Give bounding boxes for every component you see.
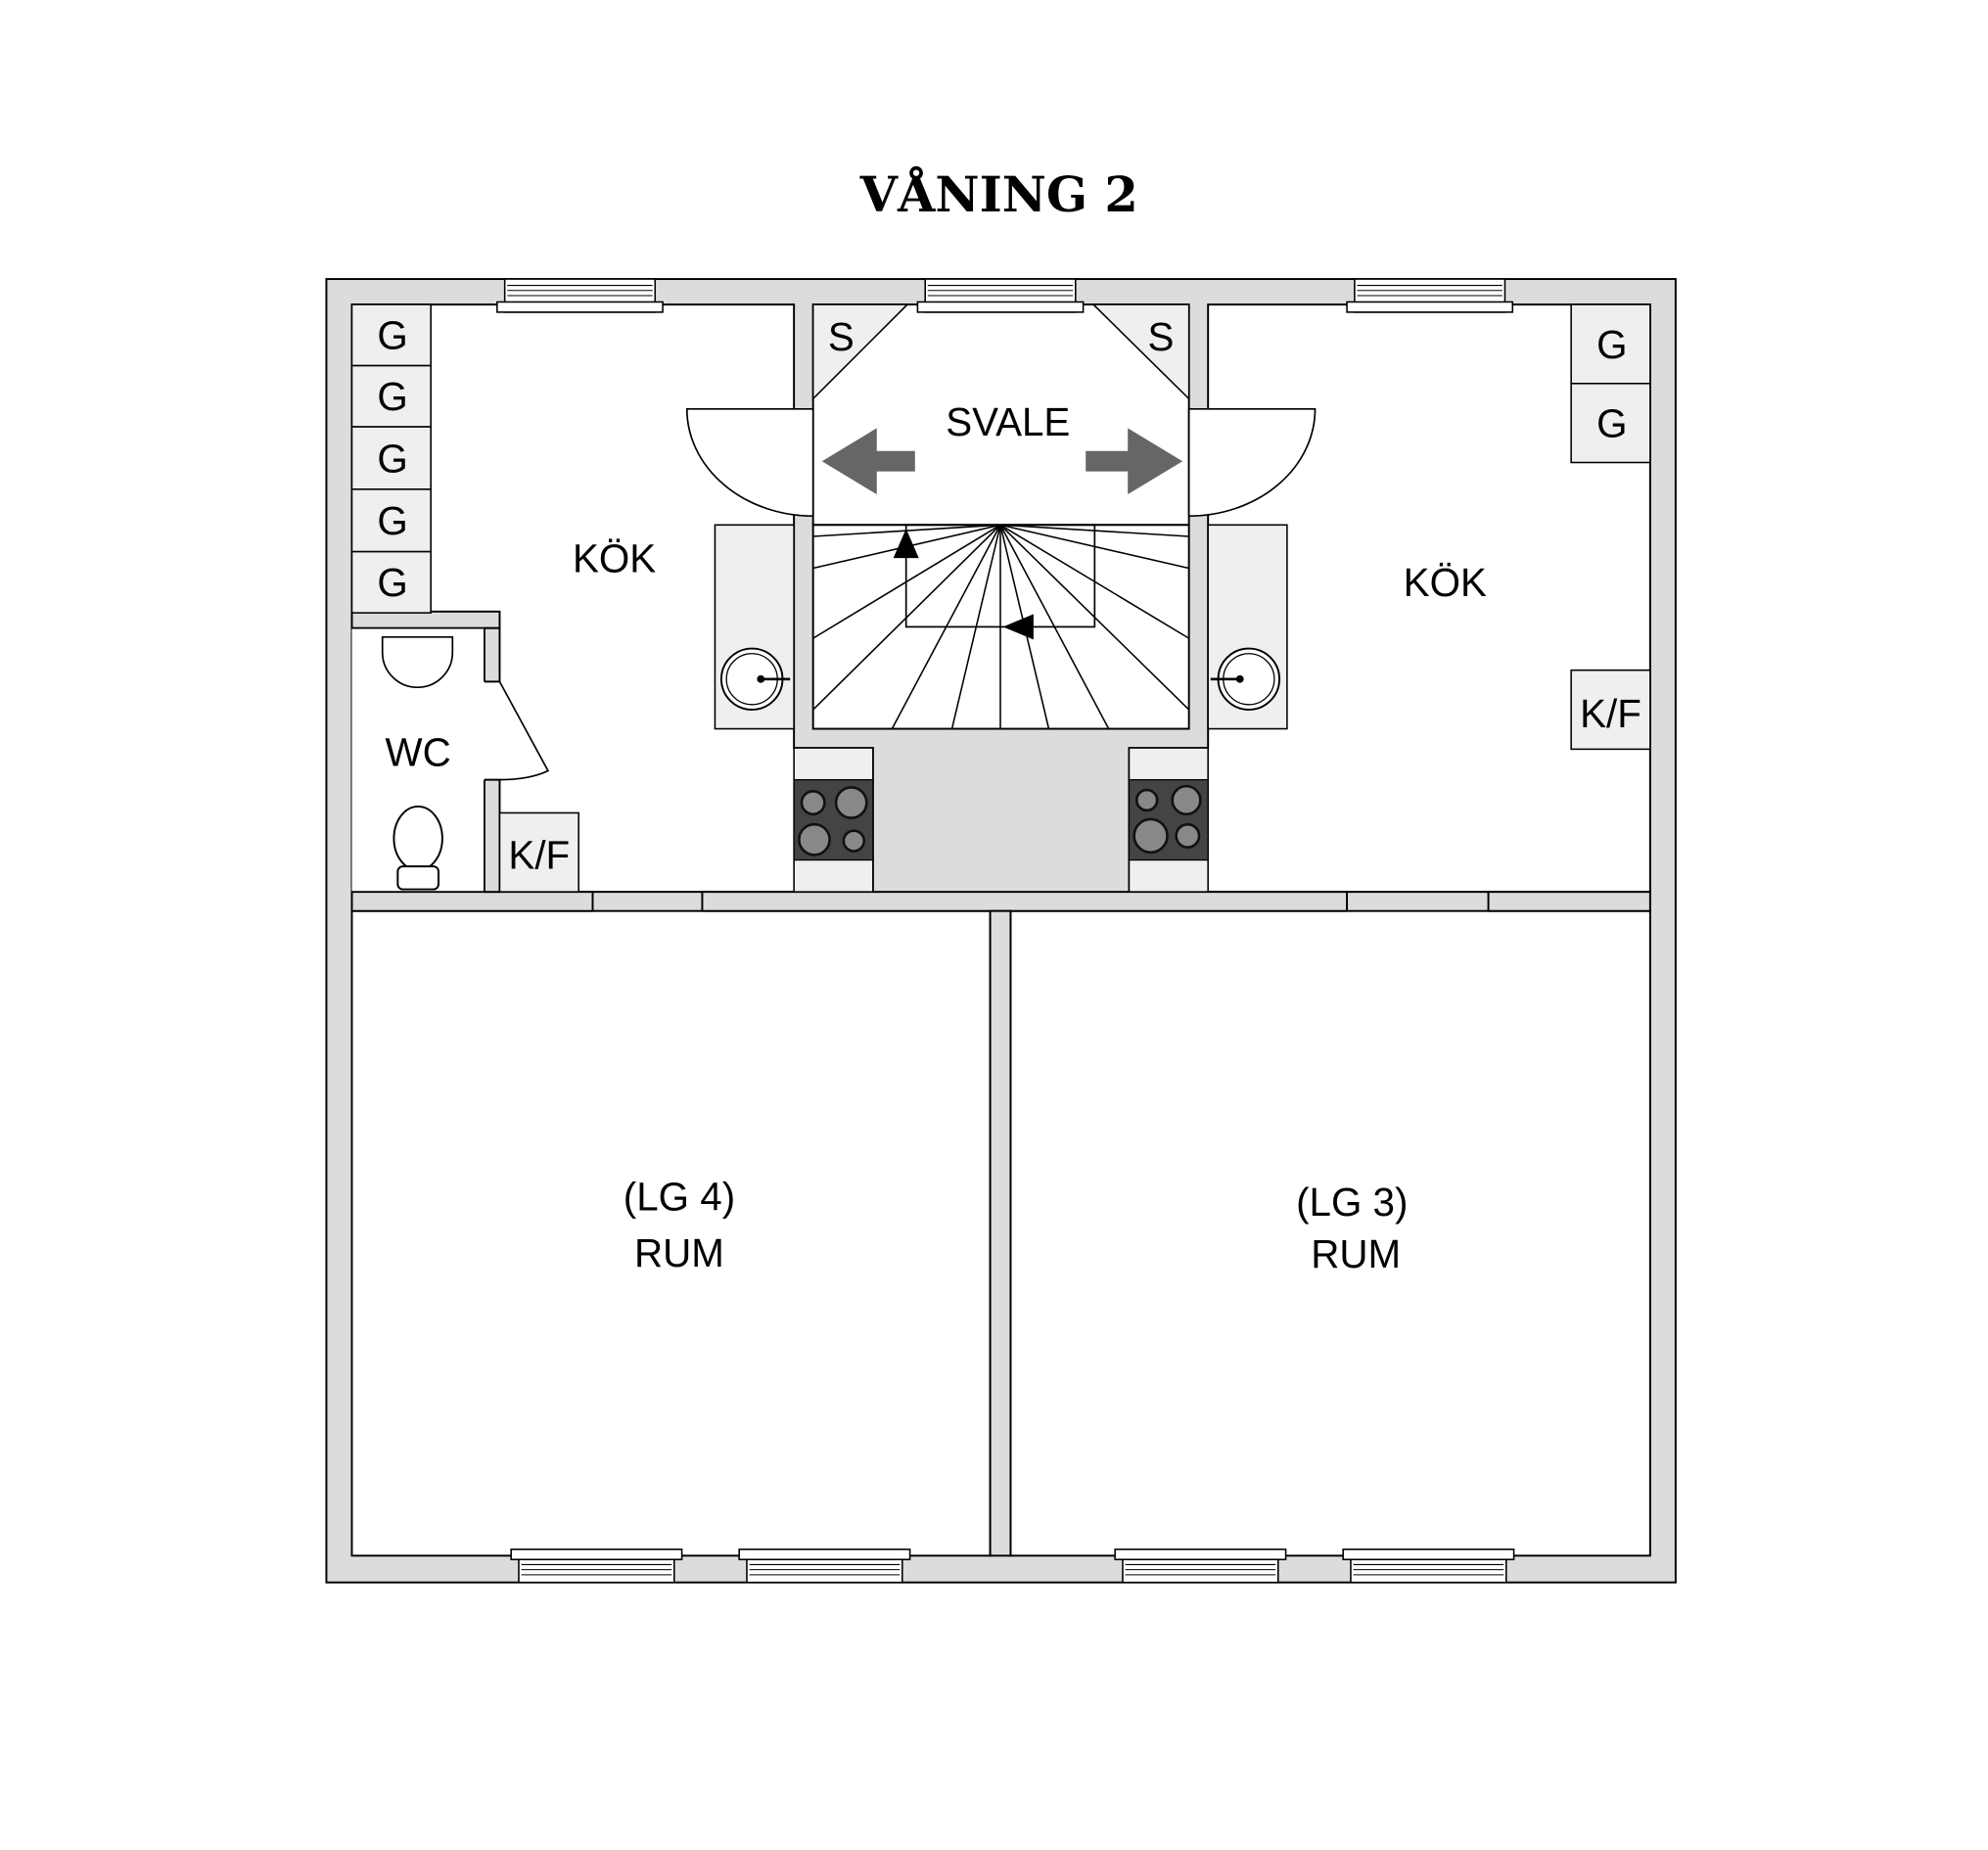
sink-right-icon [1210, 647, 1281, 711]
wc-door [498, 680, 550, 781]
fridge-freezer-left [498, 811, 579, 893]
window [496, 278, 664, 313]
stair-direction-arrow-icon [1002, 614, 1034, 640]
kf-left-label: K/F [508, 833, 570, 878]
room-lg3-label: RUM [1311, 1231, 1401, 1276]
cabinet [350, 303, 432, 367]
cabinet-label: G [377, 560, 407, 605]
arrow-left-icon [821, 428, 915, 495]
door-left-kitchen[interactable] [685, 407, 814, 518]
wall [989, 909, 1012, 1557]
room-lg3 [1009, 909, 1651, 1557]
wc-wall [350, 610, 501, 629]
wall [701, 891, 1349, 912]
storage-right-label: S [1148, 314, 1175, 359]
cabinet-label: G [1596, 322, 1627, 367]
cabinet [350, 550, 432, 614]
cabinet [1570, 303, 1651, 385]
storage-left [811, 303, 909, 401]
cabinet-label: G [377, 374, 407, 419]
toilet-tank [396, 865, 439, 891]
kitchen-left-label: KÖK [573, 535, 656, 580]
wc-label: WC [386, 729, 451, 774]
storage-left-label: S [828, 314, 855, 359]
cabinet [350, 426, 432, 490]
cabinet-label: G [377, 498, 407, 543]
wc-basin-icon [381, 635, 454, 689]
arrow-right-icon [1086, 428, 1183, 495]
window [1346, 278, 1514, 313]
floor-title: VÅNING 2 [859, 165, 1138, 223]
cabinet-label: G [377, 313, 407, 358]
wc-outline [351, 626, 485, 894]
sink-left-icon [719, 647, 791, 711]
window [510, 1549, 683, 1584]
window [738, 1549, 911, 1584]
toilet-icon [393, 805, 443, 872]
stair-landing [904, 524, 1096, 628]
cabinet [1570, 383, 1651, 464]
cabinet-label: G [1596, 400, 1627, 445]
windows [496, 278, 1515, 1584]
wc-wall [483, 626, 501, 683]
stair-up-arrow-icon [893, 529, 919, 559]
cabinet [350, 488, 432, 553]
room-lg4-id: (LG 4) [624, 1175, 735, 1220]
fridge-freezer-right [1570, 669, 1651, 751]
window [1114, 1549, 1287, 1584]
storage-right [1091, 303, 1190, 401]
svale-label: SVALE [946, 399, 1070, 444]
room-lg3-id: (LG 3) [1296, 1179, 1408, 1225]
wall [1487, 891, 1651, 912]
kf-right-label: K/F [1580, 691, 1641, 736]
wc-wall [483, 778, 501, 894]
room-lg4-label: RUM [634, 1230, 724, 1275]
window [1342, 1549, 1515, 1584]
window [916, 278, 1085, 313]
room-lg4 [350, 909, 992, 1557]
wall [350, 891, 594, 912]
kitchen-right-label: KÖK [1404, 560, 1487, 605]
cabinet-label: G [377, 436, 407, 481]
door-right-kitchen[interactable] [1187, 407, 1317, 518]
